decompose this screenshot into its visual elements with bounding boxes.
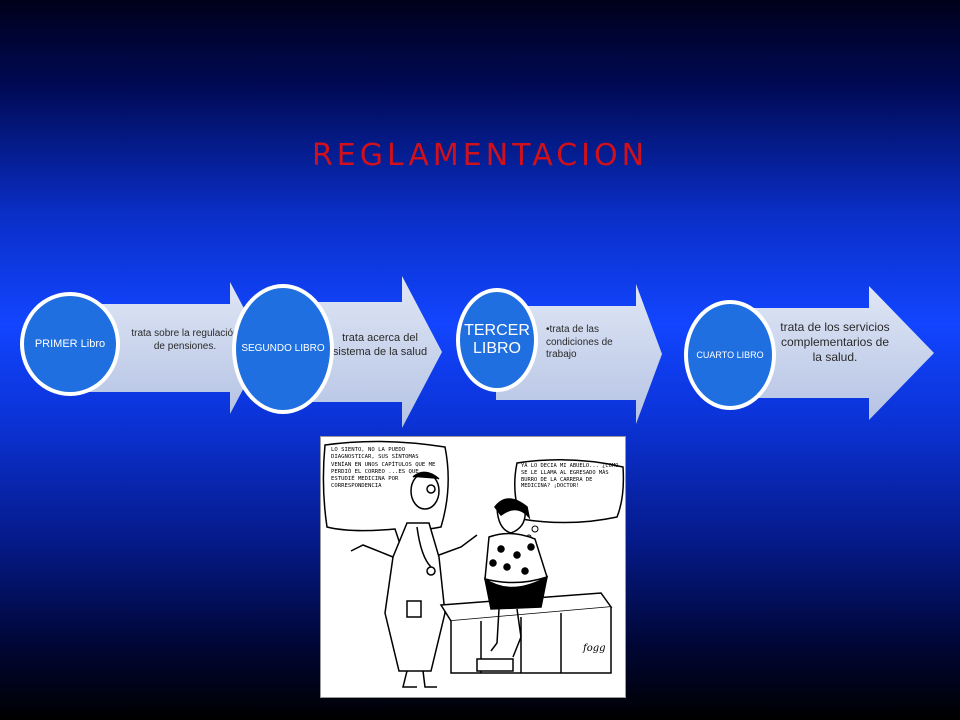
doctor-figure [350,471,478,688]
circle-label: SEGUNDO LIBRO [241,343,325,355]
cartoon-drawing: LO SIENTO, NO LA PUEDO DIAGNOSTICAR, SUS… [322,440,625,688]
circle-tercer-libro: TERCER LIBRO [456,288,538,392]
step-tercer-libro: •trata de las condiciones de trabajo TER… [456,284,662,424]
cartoon-image: LO SIENTO, NO LA PUEDO DIAGNOSTICAR, SUS… [320,436,626,698]
step-segundo-libro: trata acerca del sistema de la salud SEG… [232,276,442,428]
step-primer-libro: trata sobre la regulación de pensiones. … [20,282,265,414]
doctor-bubble-text: LO SIENTO, NO LA PUEDO DIAGNOSTICAR, SUS… [331,447,436,490]
step-cuarto-libro: trata de los servicios complementarios d… [684,286,934,420]
arrow-shape [734,286,934,420]
arrow-text: trata sobre la regulación de pensiones. [131,328,239,352]
circle-segundo-libro: SEGUNDO LIBRO [232,284,334,414]
circle-label: TERCER LIBRO [464,321,530,357]
arrow-text: •trata de las condiciones de trabajo [546,324,613,360]
arrow-shape [496,284,662,424]
arrow-shape [292,276,442,428]
circle-cuarto-libro: CUARTO LIBRO [684,300,776,410]
arrow-text: trata de los servicios complementarios d… [780,320,890,364]
patient-figure [483,498,549,658]
cartoon-signature: fogg [582,643,606,654]
patient-bubble-text: YA LO DECÍA MI ABUELO... ¿CÓMO SE LE LLA… [521,463,619,490]
arrow-shape [80,282,265,414]
circle-primer-libro: PRIMER Libro [20,292,120,396]
arrow-text: trata acerca del sistema de la salud [332,332,428,358]
circle-label: CUARTO LIBRO [696,349,764,360]
circle-label: PRIMER Libro [34,337,106,350]
page-title: REGLAMENTACION [311,138,649,173]
